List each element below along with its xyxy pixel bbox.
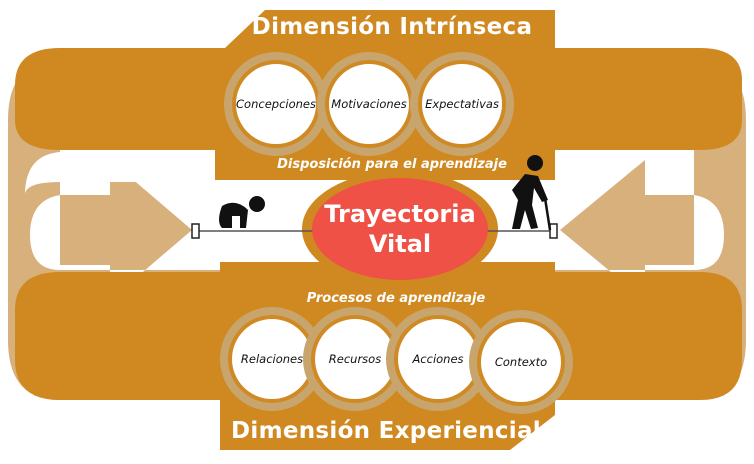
bottom-subtitle: Procesos de aprendizaje [306,291,486,306]
concept-circle-concepciones: Concepciones [232,60,320,148]
top-dimension-title: Dimensión Intrínseca [251,14,533,40]
concept-circle-contexto: Contexto [477,318,565,406]
concept-circle-relaciones: Relaciones [228,315,316,403]
baby-crawling-icon [219,196,265,228]
concept-circle-expectativas: Expectativas [418,60,506,148]
elderly-walker-icon [512,155,552,231]
top-subtitle: Disposición para el aprendizaje [277,157,507,172]
bottom-dimension-title: Dimensión Experiencial [230,418,542,444]
center-ellipse: Trayectoria Vital [312,178,488,280]
concept-circle-acciones: Acciones [394,315,482,403]
center-line1: Trayectoria [324,200,476,228]
concept-circle-recursos: Recursos [311,315,399,403]
concept-circle-motivaciones: Motivaciones [325,60,413,148]
center-line2: Vital [368,230,432,258]
